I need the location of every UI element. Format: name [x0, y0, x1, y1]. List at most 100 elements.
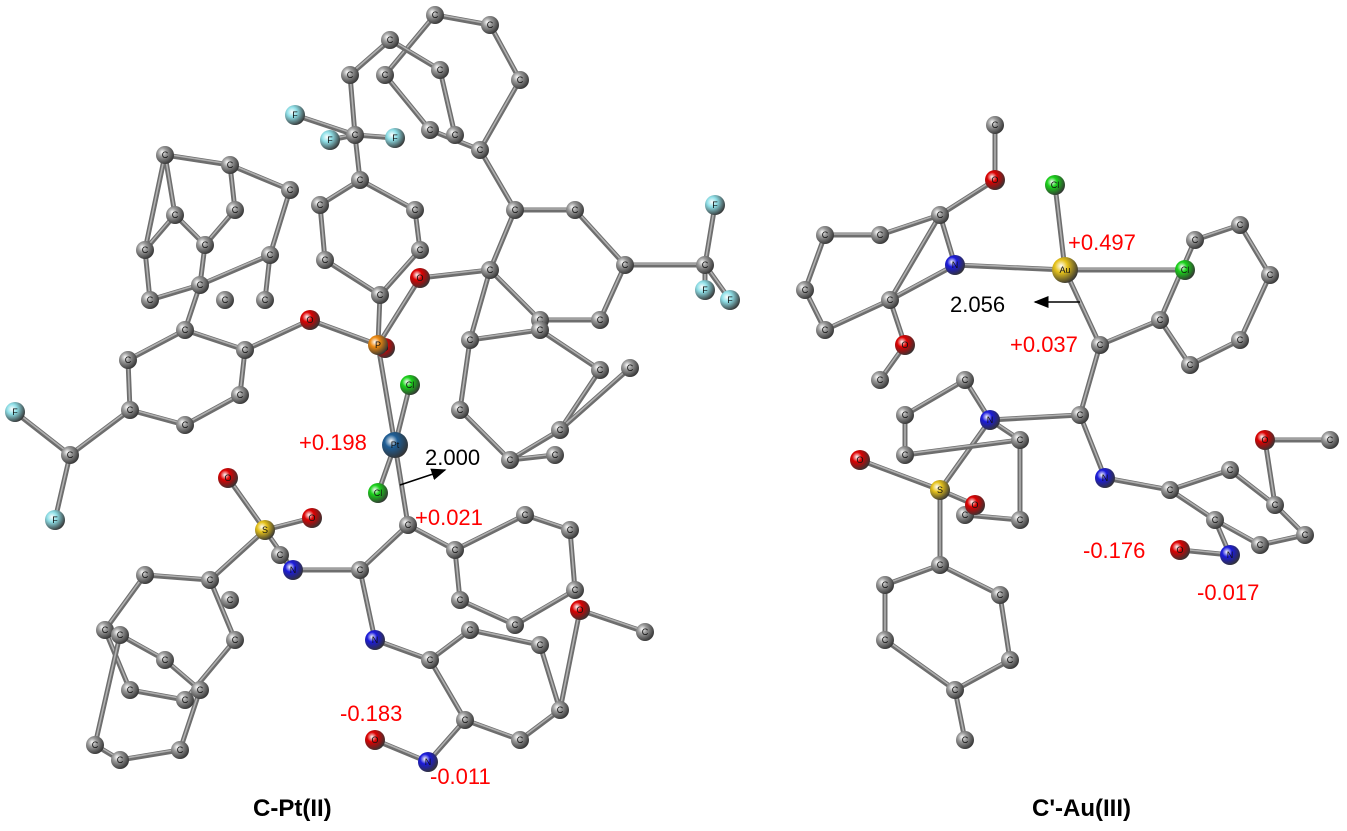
svg-text:Cl: Cl: [374, 488, 383, 498]
svg-text:N: N: [425, 757, 432, 767]
svg-text:C: C: [387, 35, 394, 45]
svg-text:C: C: [452, 545, 459, 555]
svg-text:C: C: [882, 635, 889, 645]
svg-text:C: C: [507, 455, 514, 465]
svg-text:C: C: [517, 735, 524, 745]
svg-text:C: C: [322, 255, 329, 265]
svg-text:C: C: [432, 10, 439, 20]
svg-text:N: N: [987, 415, 994, 425]
svg-text:O: O: [371, 735, 378, 745]
svg-text:C: C: [232, 635, 239, 645]
svg-text:C: C: [992, 120, 999, 130]
svg-text:C: C: [557, 705, 564, 715]
svg-text:C: C: [642, 627, 649, 637]
svg-text:C: C: [1187, 360, 1194, 370]
svg-text:C: C: [182, 695, 189, 705]
svg-text:Cl: Cl: [406, 380, 415, 390]
svg-text:F: F: [392, 133, 398, 143]
svg-text:C: C: [92, 740, 99, 750]
svg-text:C: C: [437, 65, 444, 75]
au-panel-caption: C'-Au(III): [1032, 795, 1132, 822]
svg-text:C: C: [517, 75, 524, 85]
svg-text:C: C: [147, 295, 154, 305]
svg-text:C: C: [902, 410, 909, 420]
svg-text:C: C: [1237, 335, 1244, 345]
svg-text:C: C: [177, 745, 184, 755]
svg-text:C: C: [877, 375, 884, 385]
svg-text:C: C: [142, 245, 149, 255]
svg-text:C: C: [1302, 530, 1309, 540]
atoms-layer: F F F F F F C C C C C C C C C C C C C C C C C C C C C C C C C C C C C C C C C C…: [5, 6, 1339, 772]
svg-text:C: C: [882, 580, 889, 590]
svg-text:C: C: [1267, 270, 1274, 280]
svg-text:O: O: [224, 473, 231, 483]
svg-text:C: C: [522, 510, 529, 520]
svg-text:N: N: [952, 260, 959, 270]
svg-text:Cl: Cl: [1051, 180, 1060, 190]
svg-text:C: C: [937, 560, 944, 570]
svg-text:Cl: Cl: [1181, 265, 1190, 275]
svg-text:C: C: [347, 70, 354, 80]
svg-text:F: F: [12, 407, 18, 417]
svg-text:Au: Au: [1059, 265, 1070, 275]
svg-text:C: C: [477, 145, 484, 155]
svg-text:C: C: [117, 755, 124, 765]
svg-text:C: C: [222, 295, 229, 305]
svg-text:C: C: [207, 575, 214, 585]
svg-text:C: C: [572, 585, 579, 595]
svg-text:C: C: [427, 125, 434, 135]
svg-text:C: C: [822, 230, 829, 240]
svg-text:C: C: [1167, 485, 1174, 495]
pt-panel-caption: C-Pt(II): [253, 795, 332, 822]
svg-text:C: C: [1017, 515, 1024, 525]
svg-text:C: C: [197, 280, 204, 290]
svg-text:C: C: [1007, 655, 1014, 665]
svg-text:O: O: [416, 273, 423, 283]
svg-text:C: C: [567, 525, 574, 535]
pt-oxygen-charge-label: -0.183: [340, 701, 403, 726]
svg-text:C: C: [232, 205, 239, 215]
svg-text:C: C: [382, 70, 389, 80]
svg-text:F: F: [727, 295, 733, 305]
svg-text:O: O: [576, 605, 583, 615]
svg-text:C: C: [512, 205, 519, 215]
svg-text:C: C: [457, 405, 464, 415]
svg-text:C: C: [417, 245, 424, 255]
svg-text:C: C: [102, 625, 109, 635]
svg-text:F: F: [52, 515, 58, 525]
svg-text:C: C: [352, 130, 359, 140]
svg-text:C: C: [405, 520, 412, 530]
svg-text:O: O: [306, 315, 313, 325]
svg-text:C: C: [627, 363, 634, 373]
svg-text:F: F: [712, 200, 718, 210]
svg-text:C: C: [572, 205, 579, 215]
svg-text:C: C: [597, 365, 604, 375]
svg-text:O: O: [1176, 545, 1183, 555]
svg-text:C: C: [1077, 410, 1084, 420]
svg-text:C: C: [427, 655, 434, 665]
svg-text:F: F: [292, 110, 298, 120]
svg-text:C: C: [997, 590, 1004, 600]
svg-text:N: N: [290, 565, 297, 575]
svg-text:C: C: [537, 640, 544, 650]
svg-text:C: C: [127, 405, 134, 415]
au-carbene-charge-label: +0.037: [1010, 332, 1078, 357]
svg-text:C: C: [412, 205, 419, 215]
svg-text:C: C: [902, 450, 909, 460]
svg-text:C: C: [172, 210, 179, 220]
svg-text:C: C: [462, 715, 469, 725]
svg-text:C: C: [822, 325, 829, 335]
svg-text:C: C: [117, 630, 124, 640]
svg-text:C: C: [597, 315, 604, 325]
svg-text:C: C: [1017, 435, 1024, 445]
svg-text:C: C: [357, 175, 364, 185]
svg-text:N: N: [1102, 473, 1109, 483]
svg-text:C: C: [317, 200, 324, 210]
svg-text:C: C: [1212, 515, 1219, 525]
svg-text:S: S: [937, 485, 943, 495]
svg-text:C: C: [1272, 500, 1279, 510]
svg-text:C: C: [237, 390, 244, 400]
svg-text:S: S: [262, 525, 268, 535]
svg-text:O: O: [971, 500, 978, 510]
svg-text:C: C: [1227, 465, 1234, 475]
